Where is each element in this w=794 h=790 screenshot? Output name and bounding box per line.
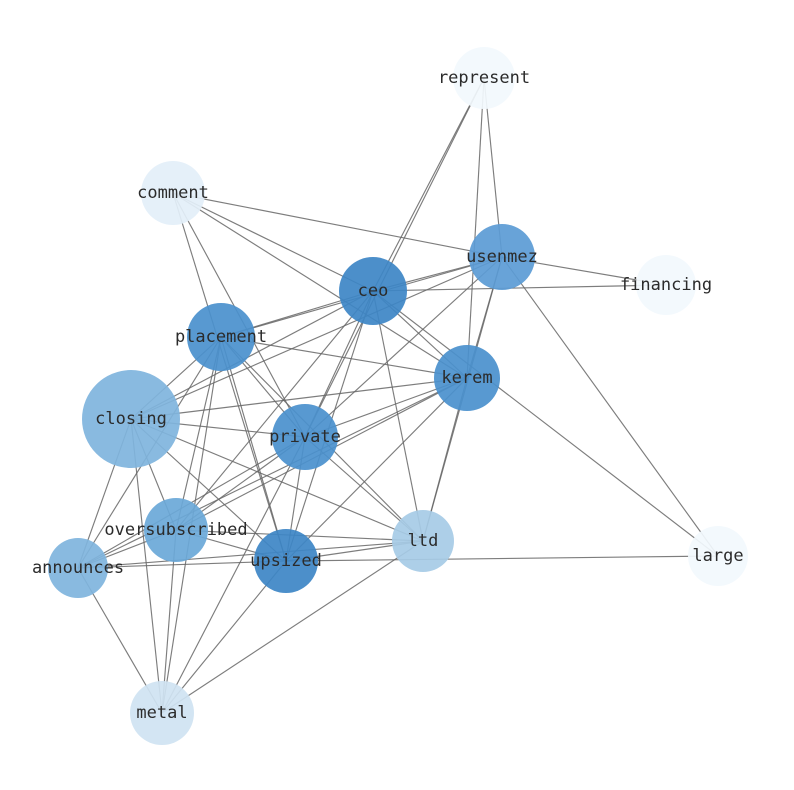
graph-edge [372,290,424,542]
graph-node-label-metal: metal [136,703,187,723]
graph-edge [372,77,485,292]
graph-node-upsized[interactable] [254,529,318,593]
graph-node-label-usenmez: usenmez [466,247,538,267]
graph-node-metal[interactable] [130,681,194,745]
graph-node-label-private: private [269,427,341,447]
graph-node-kerem[interactable] [434,345,500,411]
graph-node-label-financing: financing [620,275,712,295]
graph-node-label-ltd: ltd [408,531,439,551]
graph-edge [285,555,719,562]
graph-edge [161,560,287,714]
graph-node-label-comment: comment [137,183,209,203]
graph-node-label-represent: represent [438,68,530,88]
graph-edge [172,192,374,292]
graph-edge [466,77,485,379]
graph-edge [77,560,287,569]
nodes-layer [48,47,748,745]
graph-node-comment[interactable] [141,161,205,225]
graph-edge [161,436,306,714]
graph-node-label-announces: announces [32,558,124,578]
graph-node-represent[interactable] [453,47,515,109]
graph-node-label-closing: closing [95,409,167,429]
graph-node-usenmez[interactable] [469,224,535,290]
graph-edge [220,336,287,562]
graph-edge [172,192,503,258]
graph-edge [130,256,503,420]
graph-edge [130,418,424,542]
graph-node-closing[interactable] [82,370,180,468]
graph-node-label-upsized: upsized [250,551,322,571]
graph-node-private[interactable] [272,404,338,470]
graph-edge [220,336,468,379]
graph-edge [172,192,287,562]
graph-node-financing[interactable] [636,255,696,315]
graph-node-label-kerem: kerem [441,368,492,388]
graph-node-label-ceo: ceo [358,281,389,301]
graph-node-announces[interactable] [48,538,108,598]
graph-edge [304,77,485,438]
graph-node-oversubscribed[interactable] [144,498,208,562]
graph-edge [304,256,503,438]
graph-node-label-large: large [692,546,743,566]
graph-node-label-placement: placement [175,327,267,347]
graph-node-label-oversubscribed: oversubscribed [104,520,247,540]
graph-edge [372,284,667,292]
graph-node-large[interactable] [688,526,748,586]
graph-edge [161,540,424,714]
graph-node-placement[interactable] [187,303,255,371]
graph-edge [501,256,719,557]
graph-node-ceo[interactable] [339,257,407,325]
labels-layer: represent comment usenmez ceo financing place… [32,68,744,723]
graph-edge [285,377,468,562]
graph-node-ltd[interactable] [392,510,454,572]
graph-edge [130,377,468,420]
graph-edge [172,192,468,379]
graph-edge [77,540,424,569]
graph-edge [372,290,719,557]
